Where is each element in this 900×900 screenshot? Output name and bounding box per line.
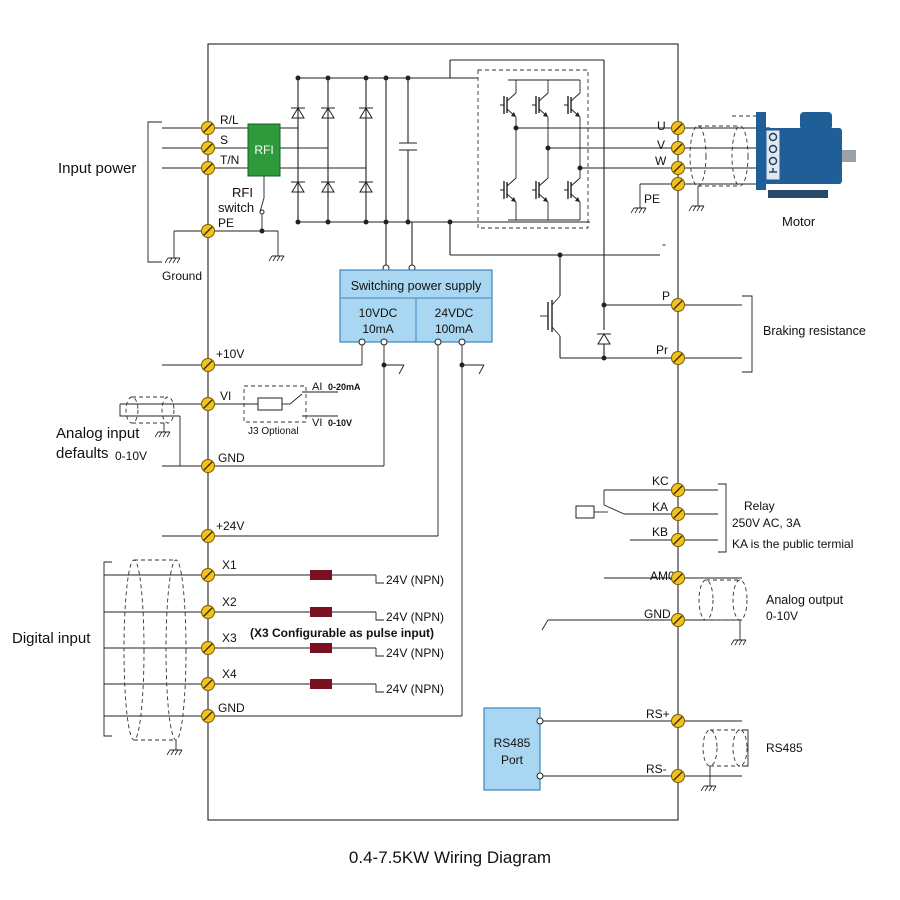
jumper-ai-range: 0-20mA [328, 382, 361, 392]
power-supply-out1-current: 10mA [362, 322, 393, 336]
terminal-10v-label: +10V [216, 347, 244, 361]
rs485-port-label-2: Port [501, 753, 524, 767]
rfi-switch-label-1: RFI [232, 185, 253, 200]
terminal-x3-label: X3 [222, 631, 237, 645]
x3-pulse-note: (X3 Configurable as pulse input) [250, 626, 434, 640]
digital-load-label-2: 24V (NPN) [386, 610, 444, 624]
control-wiring: AI 0-20mA VI 0-10V J3 Optional Analog in… [12, 345, 485, 756]
digital-load-label-1: 24V (NPN) [386, 573, 444, 587]
relay-rating: 250V AC, 3A [732, 516, 801, 530]
terminal-s-label: S [220, 133, 228, 147]
relay-section: KC KA KB Relay 250V AC, 3A KA is the pub… [575, 474, 853, 553]
input-power-label: Input power [58, 160, 136, 177]
jumper-ai-label: AI [312, 381, 322, 393]
braking-section: Braking resistance [540, 255, 866, 373]
terminal-u-label: U [657, 119, 666, 133]
terminal-pe-label: PE [218, 216, 234, 230]
power-supply-out2-voltage: 24VDC [435, 306, 474, 320]
terminal-pe-out-label: PE [644, 192, 660, 206]
digital-load-4 [310, 679, 332, 689]
motor-label: Motor [782, 214, 816, 229]
digital-input-label: Digital input [12, 630, 91, 647]
rs485-section: RS485 Port RS+ RS- RS485 [483, 707, 803, 792]
analog-output-section: AM0 GND Analog output 0-10V [541, 569, 844, 646]
braking-resistance-label: Braking resistance [763, 324, 866, 338]
analog-input-label-1: Analog input [56, 425, 140, 442]
ground-label: Ground [162, 269, 202, 283]
terminal-vi-label: VI [220, 389, 231, 403]
power-supply-out1-voltage: 10VDC [359, 306, 398, 320]
rs-minus-label: RS- [646, 762, 667, 776]
jumper-vi-range: 0-10V [328, 418, 352, 428]
analog-output-gnd-label: GND [644, 607, 671, 621]
rs485-label: RS485 [766, 741, 803, 755]
digital-load-label-3: 24V (NPN) [386, 646, 444, 660]
rfi-filter-block [247, 123, 281, 177]
input-power-section: RFI Input power Ground RFI switch [58, 121, 298, 283]
relay-kc-label: KC [652, 474, 669, 488]
inverter-module [450, 69, 678, 229]
terminal-p-label: P [662, 289, 670, 303]
terminal-v-label: V [657, 138, 665, 152]
left-terminal-strip: R/L S T/N PE +10V VI GND +24V X1 X2 X3 X… [200, 113, 245, 724]
switching-power-supply: Switching power supply 10VDC 10mA 24VDC … [339, 269, 493, 346]
digital-load-3 [310, 643, 332, 653]
diagram-title: 0.4-7.5KW Wiring Diagram [349, 848, 551, 867]
rs485-port-label-1: RS485 [494, 736, 531, 750]
right-terminal-strip: U V W PE - P Pr [644, 119, 686, 784]
terminal-x1-label: X1 [222, 558, 237, 572]
rs485-port-block [483, 707, 541, 791]
motor-section: Motor [630, 112, 856, 229]
terminal-gnd1-label: GND [218, 451, 245, 465]
rfi-switch-label-2: switch [218, 200, 254, 215]
analog-output-label: Analog output [766, 593, 844, 607]
relay-kb-label: KB [652, 525, 668, 539]
terminal-tn-label: T/N [220, 153, 239, 167]
analog-output-range: 0-10V [766, 609, 798, 623]
relay-label: Relay [744, 499, 775, 513]
relay-note: KA is the public termial [732, 537, 853, 551]
terminal-pr-label: Pr [656, 343, 668, 357]
digital-load-label-4: 24V (NPN) [386, 682, 444, 696]
power-supply-out2-current: 100mA [435, 322, 473, 336]
terminal-rl-label: R/L [220, 113, 239, 127]
terminal-w-label: W [655, 154, 667, 168]
motor-flange [756, 112, 766, 190]
power-supply-title: Switching power supply [351, 279, 482, 293]
rectifier-bridge [290, 59, 660, 308]
digital-load-2 [310, 607, 332, 617]
terminal-gnd2-label: GND [218, 701, 245, 715]
analog-input-label-2: defaults [56, 445, 109, 462]
terminal-x4-label: X4 [222, 667, 237, 681]
analog-output-am0-label: AM0 [650, 569, 675, 583]
motor-body [764, 128, 842, 184]
rfi-block-label: RFI [254, 143, 273, 157]
jumper-label: J3 Optional [248, 426, 299, 437]
rs-plus-label: RS+ [646, 707, 670, 721]
terminal-x2-label: X2 [222, 595, 237, 609]
digital-load-1 [310, 570, 332, 580]
analog-input-range: 0-10V [115, 449, 147, 463]
drive-outline [207, 43, 679, 821]
relay-ka-label: KA [652, 500, 668, 514]
terminal-24v-label: +24V [216, 519, 244, 533]
jumper-vi-label: VI [312, 417, 322, 429]
terminal-minus-label: - [662, 237, 666, 251]
